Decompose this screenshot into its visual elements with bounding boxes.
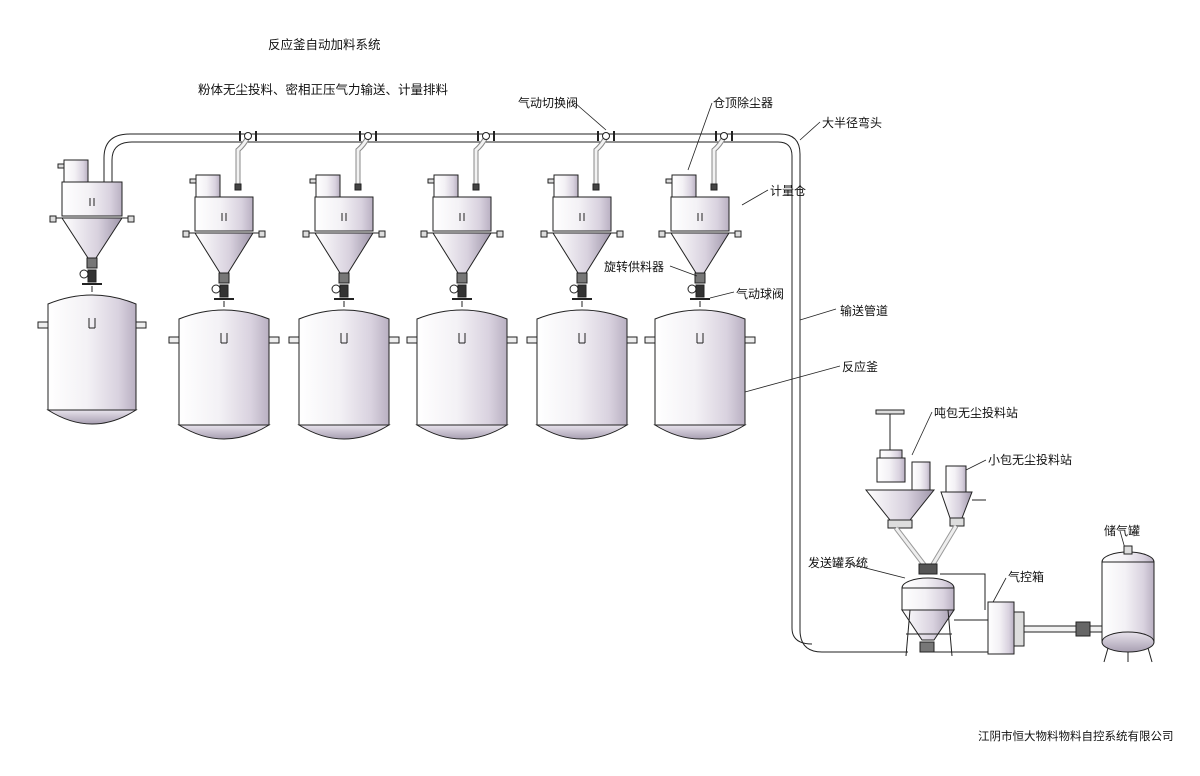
reactor-unit xyxy=(526,131,638,440)
reactor-unit xyxy=(168,131,280,440)
label-reactor: 反应釜 xyxy=(842,360,879,374)
diagram-title: 反应釜自动加料系统 xyxy=(268,37,381,52)
label-air-tank: 储气罐 xyxy=(1104,524,1141,538)
label-dust-collector: 仓顶除尘器 xyxy=(713,96,774,110)
label-large-radius-elbow: 大半径弯头 xyxy=(822,116,883,130)
conveying-pipe xyxy=(103,133,908,653)
reactor-unit xyxy=(37,159,147,425)
sender-tank-system xyxy=(864,409,1155,663)
label-conveying-pipe: 输送管道 xyxy=(840,304,889,318)
label-rotary-feeder: 旋转供料器 xyxy=(604,260,665,274)
label-small-bag-station: 小包无尘投料站 xyxy=(988,453,1073,467)
label-metering-bin: 计量仓 xyxy=(770,184,807,198)
label-sender-system: 发送罐系统 xyxy=(808,556,869,570)
reactor-unit xyxy=(288,131,400,440)
label-ton-bag-station: 吨包无尘投料站 xyxy=(934,406,1019,420)
leader-lines xyxy=(574,102,1127,605)
label-switch-valve: 气动切换阀 xyxy=(518,96,579,110)
diagram-subtitle: 粉体无尘投料、密相正压气力输送、计量排料 xyxy=(198,82,449,97)
reactor-unit xyxy=(644,131,756,440)
reactor-unit xyxy=(406,131,518,440)
company-name: 江阴市恒大物料物料自控系统有限公司 xyxy=(978,729,1174,743)
label-ball-valve: 气动球阀 xyxy=(736,287,785,301)
label-control-box: 气控箱 xyxy=(1008,570,1045,584)
